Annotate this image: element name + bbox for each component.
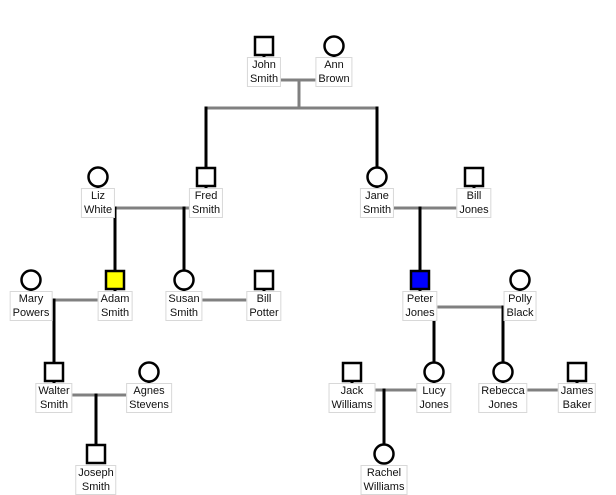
last-name: Black <box>506 307 534 319</box>
last-name: Smith <box>191 204 221 216</box>
last-name: Smith <box>81 481 111 493</box>
female-circle-icon <box>366 166 388 188</box>
female-circle-icon <box>373 443 395 465</box>
last-name: Williams <box>331 399 373 411</box>
first-name: Bill <box>466 190 482 202</box>
female-circle-icon <box>323 35 345 57</box>
first-name: James <box>560 385 594 397</box>
first-name: Liz <box>90 190 106 202</box>
last-name: Jones <box>419 399 449 411</box>
last-name: Smith <box>39 399 69 411</box>
last-name: Jones <box>459 204 489 216</box>
first-name: Fred <box>194 190 218 202</box>
male-square-icon <box>253 269 275 291</box>
last-name: Powers <box>12 307 50 319</box>
male-square-icon <box>104 269 126 291</box>
last-name: Smith <box>362 204 392 216</box>
last-name: Smith <box>100 307 130 319</box>
first-name: Susan <box>168 293 200 305</box>
male-square-icon <box>566 361 588 383</box>
female-circle-icon <box>423 361 445 383</box>
first-name: Lucy <box>422 385 446 397</box>
first-name: Jane <box>365 190 389 202</box>
male-square-icon <box>43 361 65 383</box>
female-circle-icon <box>20 269 42 291</box>
first-name: Polly <box>508 293 532 305</box>
first-name: Rachel <box>366 467 402 479</box>
male-square-icon <box>463 166 485 188</box>
last-name: White <box>83 204 113 216</box>
last-name: Jones <box>488 399 518 411</box>
male-square-icon <box>195 166 217 188</box>
last-name: Williams <box>363 481 405 493</box>
first-name: Mary <box>18 293 44 305</box>
female-circle-icon <box>173 269 195 291</box>
first-name: Peter <box>406 293 434 305</box>
male-square-icon <box>85 443 107 465</box>
person-symbols <box>20 35 588 465</box>
last-name: Baker <box>562 399 592 411</box>
female-circle-icon <box>492 361 514 383</box>
last-name: Jones <box>405 307 435 319</box>
male-square-icon <box>341 361 363 383</box>
female-circle-icon <box>509 269 531 291</box>
first-name: Joseph <box>78 467 114 479</box>
last-name: Stevens <box>129 399 169 411</box>
last-name: Smith <box>169 307 199 319</box>
first-name: John <box>252 59 276 71</box>
first-name: Adam <box>100 293 130 305</box>
last-name: Brown <box>318 73 350 85</box>
female-circle-icon <box>138 361 160 383</box>
last-name: Smith <box>249 73 279 85</box>
last-name: Potter <box>249 307 279 319</box>
first-name: Bill <box>256 293 272 305</box>
first-name: Rebecca <box>481 385 525 397</box>
first-name: Walter <box>38 385 70 397</box>
first-name: Ann <box>324 59 344 71</box>
male-square-icon <box>253 35 275 57</box>
female-circle-icon <box>87 166 109 188</box>
first-name: Jack <box>340 385 364 397</box>
male-square-icon <box>409 269 431 291</box>
first-name: Agnes <box>133 385 165 397</box>
